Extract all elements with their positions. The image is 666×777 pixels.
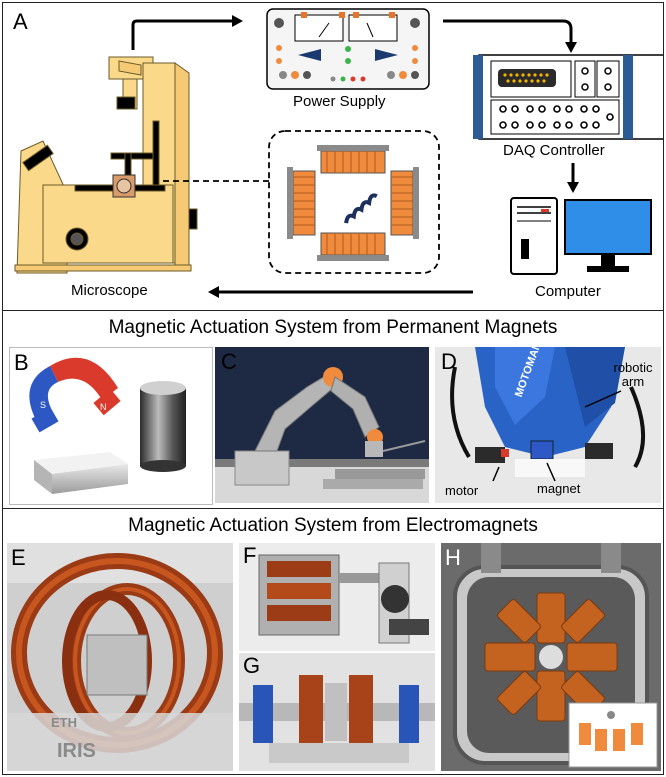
panel-g-letter: G bbox=[243, 653, 261, 678]
panel-g-coils bbox=[239, 653, 435, 771]
panel-e-letter: E bbox=[11, 545, 26, 570]
panel-a-letter: A bbox=[13, 9, 28, 34]
arrowhead-power bbox=[232, 15, 243, 27]
iris-logo-text: IRIS bbox=[57, 740, 96, 762]
panel-a: A Power Supply DAQ Controller Computer M… bbox=[2, 2, 664, 311]
panel-row3: Magnetic Actuation System from Electroma… bbox=[2, 508, 664, 775]
panel-d: MOTOMAN D robotic arm motor magnet bbox=[435, 347, 661, 503]
arrow-power-to-daq bbox=[443, 19, 573, 43]
panel-h-letter: H bbox=[445, 545, 461, 570]
panel-b-magnets: S N bbox=[29, 357, 186, 494]
microscope-icon bbox=[14, 56, 198, 274]
motor-label: motor bbox=[445, 483, 479, 498]
daq-controller-icon bbox=[473, 54, 663, 140]
microrobot-helix bbox=[344, 193, 378, 224]
daq-controller-label: DAQ Controller bbox=[503, 142, 605, 159]
power-supply-icon bbox=[266, 8, 430, 90]
panel-f-letter: F bbox=[243, 543, 257, 568]
panel-c: C bbox=[215, 347, 429, 503]
panel-e: ETH IRIS E bbox=[7, 543, 233, 771]
computer-icon bbox=[510, 197, 652, 275]
robotic-arm-label: robotic arm bbox=[613, 360, 653, 389]
block-magnet bbox=[34, 452, 128, 474]
panel-d-robot-magnet: MOTOMAN bbox=[435, 347, 661, 503]
panel-h: H bbox=[441, 543, 661, 771]
panel-f: F bbox=[239, 543, 435, 651]
arrow-microscope-to-power bbox=[131, 19, 235, 50]
cylinder-magnet bbox=[140, 388, 186, 466]
panel-b-letter: B bbox=[14, 350, 29, 375]
microscope-label: Microscope bbox=[71, 282, 148, 299]
computer-label: Computer bbox=[535, 283, 601, 300]
panel-c-robot-arm bbox=[215, 347, 429, 503]
magnet-s-letter: S bbox=[40, 400, 46, 410]
power-supply-label: Power Supply bbox=[293, 93, 386, 110]
panel-h-coils bbox=[441, 543, 661, 771]
row3-title: Magnetic Actuation System from Electroma… bbox=[128, 515, 538, 536]
row2-title: Magnetic Actuation System from Permanent… bbox=[108, 317, 558, 338]
arrowhead-computer bbox=[567, 182, 579, 193]
panel-e-coils: ETH IRIS bbox=[7, 543, 233, 771]
panel-g: G bbox=[239, 653, 435, 771]
panel-d-letter: D bbox=[441, 349, 457, 374]
arrowhead-microscope bbox=[208, 286, 219, 298]
horseshoe-magnet-red bbox=[50, 357, 118, 400]
panel-b: S N B bbox=[9, 347, 213, 505]
arrowhead-daq bbox=[565, 42, 577, 53]
panel-a-schematic bbox=[14, 8, 663, 298]
magnet-n-letter: N bbox=[100, 402, 107, 412]
panel-c-letter: C bbox=[221, 349, 237, 374]
coil-zoom-box bbox=[268, 130, 440, 274]
eth-logo-text: ETH bbox=[51, 715, 77, 730]
magnet-label: magnet bbox=[537, 481, 581, 496]
panel-row2: Magnetic Actuation System from Permanent… bbox=[2, 310, 664, 509]
panel-f-coils bbox=[239, 543, 435, 651]
